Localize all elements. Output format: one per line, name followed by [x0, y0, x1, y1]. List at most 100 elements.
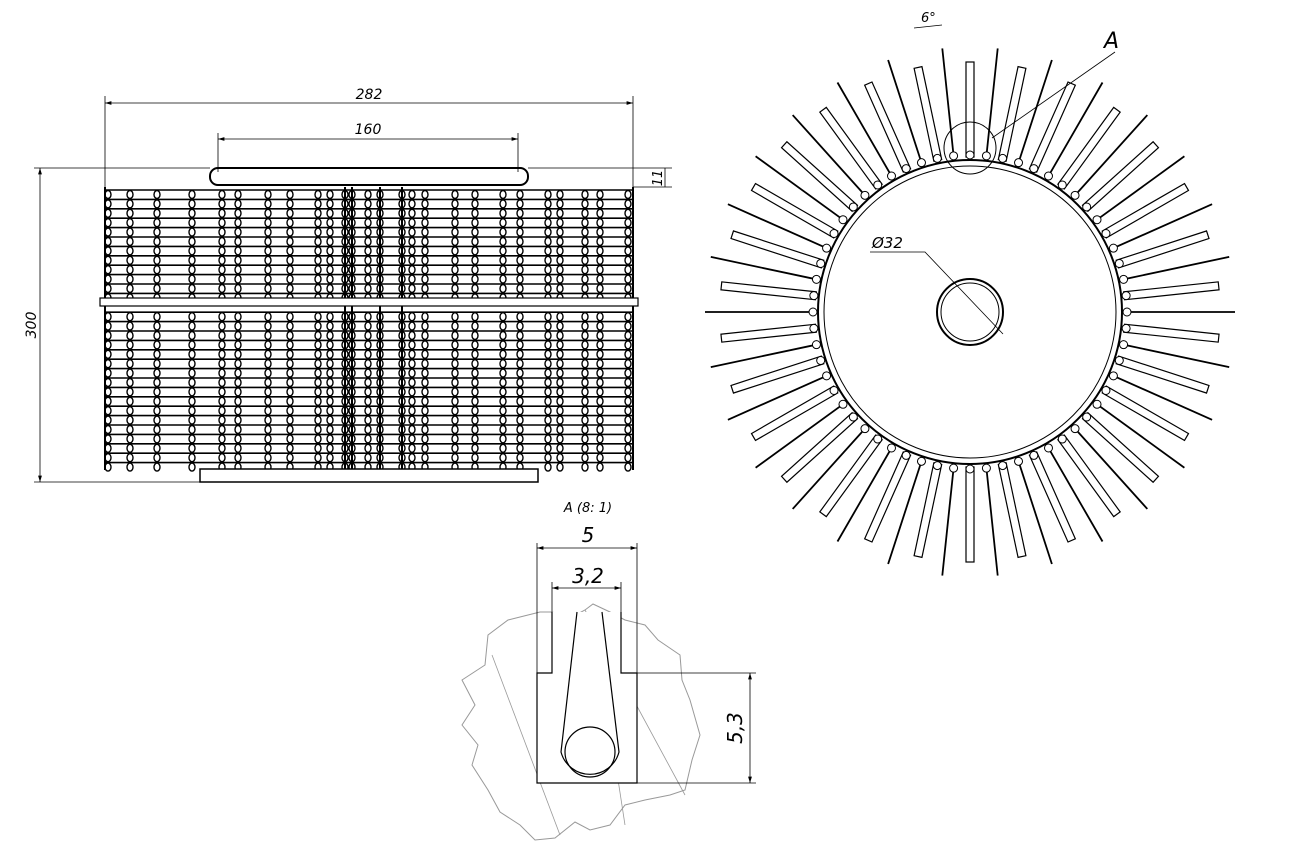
bristle-tip: [471, 321, 479, 331]
bristle-tuft: [997, 65, 1027, 162]
bristle-tip: [264, 453, 272, 463]
bristle-tip: [471, 377, 479, 388]
bristle-tip: [218, 255, 226, 265]
bristle-tip: [624, 387, 632, 397]
bristle-tip: [421, 227, 429, 237]
bristle-wire: [755, 399, 850, 469]
bristle-tip: [516, 246, 524, 256]
bristle-tip: [556, 377, 564, 388]
bristle-tip: [499, 443, 507, 453]
bristle-tip: [581, 415, 589, 425]
bristle-tip: [326, 274, 334, 284]
bristle-tip: [314, 330, 322, 341]
bristle-tip: [499, 434, 507, 444]
bristle-tip: [516, 443, 524, 453]
bristle-tip: [556, 217, 564, 228]
bristle-loop: [873, 180, 883, 190]
bristle-tip: [234, 265, 242, 275]
bristle-tip: [314, 255, 322, 265]
bristle-loop: [860, 190, 870, 200]
bristle-tip: [126, 312, 134, 322]
bristle-loop: [838, 215, 848, 225]
bristle-loop: [932, 461, 942, 471]
bristle-tip: [218, 236, 226, 247]
bristle-tip: [153, 340, 161, 350]
bristle-tip: [596, 377, 604, 388]
bristle-tip: [421, 199, 429, 209]
bristle-tip: [286, 349, 294, 359]
bristle-tip: [408, 396, 416, 406]
bristle-tip: [624, 227, 632, 237]
bristle-tuft: [1115, 230, 1210, 269]
bristle-tip: [153, 321, 161, 331]
bristle-tip: [264, 330, 272, 341]
bristle-tip: [451, 396, 459, 406]
bristle-tip: [596, 321, 604, 331]
bristle-tip: [364, 208, 372, 219]
bristle-tip: [364, 368, 372, 378]
bristle-tip: [326, 321, 334, 331]
bristle-tip: [234, 199, 242, 209]
dimension-outer-width: [536, 543, 638, 673]
bristle-tip: [499, 368, 507, 378]
bristle-tip: [408, 227, 416, 237]
dim-text-11: 11: [651, 170, 666, 187]
bristle-tip: [314, 340, 322, 350]
bristle-tip: [581, 217, 589, 228]
bristle-loop: [1119, 274, 1129, 284]
detail-view: A (8: 1) 5 3,2 5,3: [461, 501, 756, 841]
bristle-loop: [998, 153, 1008, 163]
bristle-tip: [471, 236, 479, 247]
bristle-tip: [286, 387, 294, 397]
bristle-tip: [234, 283, 242, 294]
bristle-tip: [596, 330, 604, 341]
bristle-tip: [544, 189, 552, 200]
bristle-tip: [499, 387, 507, 397]
bristle-tip: [364, 406, 372, 416]
dim-text-3-2: 3,2: [572, 564, 604, 588]
detail-a-circle: [943, 121, 997, 175]
bristle-tip: [544, 387, 552, 397]
bristle-tip: [471, 283, 479, 294]
bristle-loop: [981, 463, 991, 473]
bristle-wire: [727, 203, 834, 252]
bristle-tip: [471, 217, 479, 228]
bristle-tuft: [965, 466, 975, 563]
bristle-tip: [264, 387, 272, 397]
bristle-tip: [421, 406, 429, 416]
bristle-tip: [326, 453, 334, 463]
bristle-tip: [421, 255, 429, 265]
bristle-tip: [153, 387, 161, 397]
bristle-tip: [556, 443, 564, 453]
bristle-tip: [581, 406, 589, 416]
bristle-loop: [1122, 307, 1132, 317]
bristle-tip: [624, 377, 632, 388]
bristle-tip: [596, 396, 604, 406]
bristle-tip: [364, 283, 372, 294]
bristle-tip: [234, 312, 242, 322]
bristle-tip: [556, 208, 564, 219]
bristle-tip: [326, 265, 334, 275]
bristle-loop: [1101, 386, 1111, 395]
bristle-tip: [364, 415, 372, 425]
side-view: 282 160 11 300: [24, 87, 672, 483]
bristle-wire: [792, 422, 871, 510]
bristle-tip: [408, 453, 416, 463]
bristle-tip: [544, 227, 552, 237]
bristle-wire: [984, 48, 999, 163]
bristle-tip: [264, 340, 272, 350]
outer-core: [817, 159, 1123, 465]
bristle-tip: [421, 443, 429, 453]
bristle-tip: [408, 415, 416, 425]
bristle-tip: [471, 387, 479, 397]
bristle-tip: [234, 208, 242, 219]
bristle-tip: [556, 274, 564, 284]
bristle-tip: [421, 312, 429, 322]
bristle-tip: [596, 189, 604, 200]
bristle-tip: [234, 246, 242, 256]
bristle-tip: [544, 208, 552, 219]
bristle-loop: [998, 461, 1008, 471]
bristle-tip: [218, 265, 226, 275]
bristle-tip: [596, 340, 604, 350]
bristle-tip: [556, 434, 564, 444]
